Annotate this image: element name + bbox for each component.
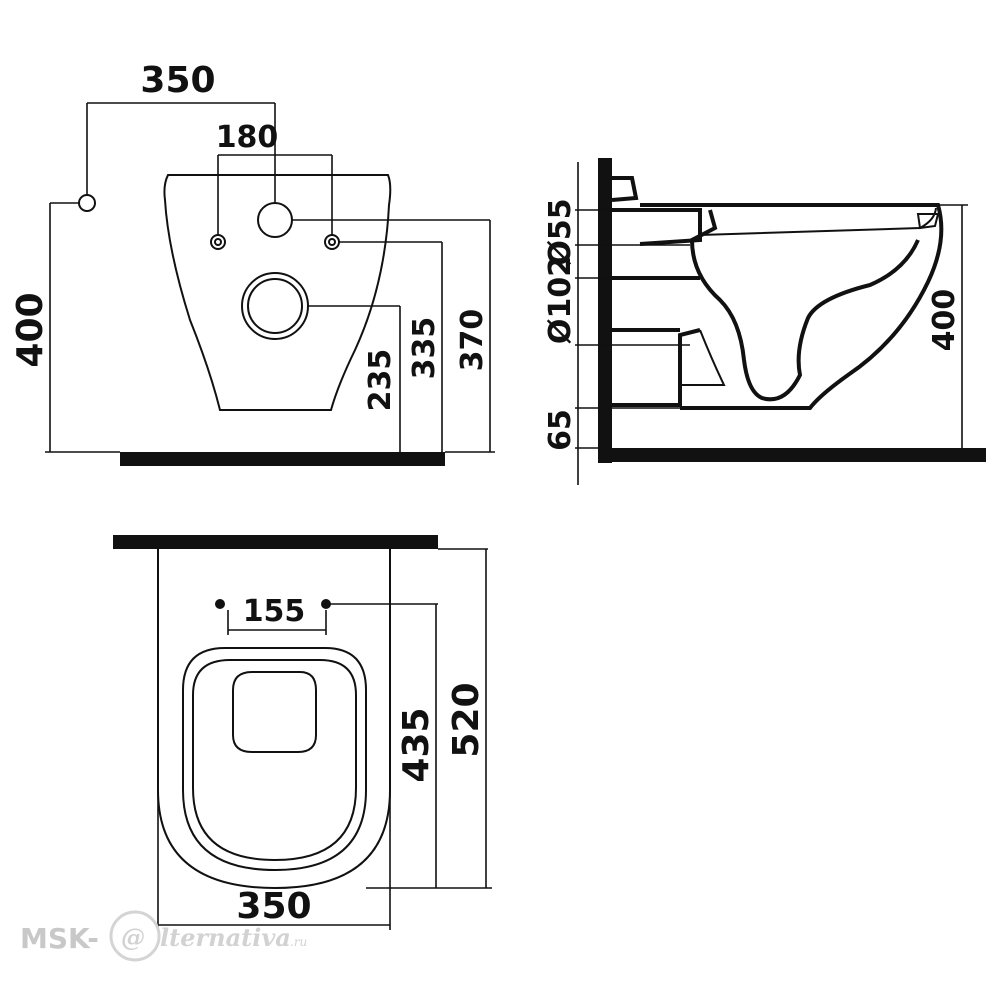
side-outlet-bend [680,329,726,386]
watermark: MSK- @ lternativa .ru [20,910,307,962]
side-height-dimension: 400 [927,289,962,352]
side-bowl-outer [640,203,944,410]
top-seat-length-dimension: 435 [396,707,437,782]
top-width-dimension: 350 [236,886,311,927]
top-bolt-right [321,599,331,609]
front-inlet-height-dimension: 370 [455,309,490,372]
top-view: 155 435 520 350 [113,535,492,930]
front-bolt-spacing-dimension: 180 [216,120,279,155]
watermark-suffix: .ru [290,935,307,949]
top-bowl-opening [232,671,317,753]
side-floor [598,448,986,462]
watermark-symbol: @ [121,923,145,952]
side-mount-base [612,328,701,407]
front-bolt-height-dimension: 335 [407,317,442,380]
front-height-dimension: 400 [10,292,51,367]
front-inlet-hole [257,202,293,238]
top-bolt-left [215,599,225,609]
watermark-at-circle [109,910,161,962]
side-bowl-rim [699,207,937,236]
side-trap [689,209,920,402]
top-body-outline [157,549,391,890]
front-drain-height-dimension: 235 [363,349,398,412]
side-mount-bracket [611,176,639,202]
top-depth-dimension: 520 [446,682,487,757]
front-view: 350 180 400 235 335 370 [10,60,495,466]
front-bolt-hole-left [210,234,226,250]
front-bolt-hole-left-inner [214,238,222,246]
front-bolt-hole-right-inner [328,238,336,246]
front-drain-inner [247,278,303,334]
top-seat-inner [192,659,357,862]
top-wall-plate [113,535,438,549]
front-floor-plate [120,452,445,466]
side-inlet-diameter-dimension: Ø55 [543,198,578,265]
front-width-dimension: 350 [140,60,215,101]
side-floor-gap-dimension: 65 [543,409,578,451]
side-rim-lip [916,213,940,230]
side-outlet-pipe [612,276,700,332]
front-bowl-outline [163,174,392,411]
watermark-prefix: MSK- [20,922,99,955]
front-marker-circle [78,194,96,212]
front-drain-outer [241,272,309,340]
top-bolt-spacing-dimension: 155 [243,594,306,629]
front-bolt-hole-right [324,234,340,250]
side-outlet-diameter-dimension: Ø102 [543,256,578,344]
top-seat-outer [182,647,367,872]
watermark-name: lternativa [160,923,291,952]
side-wall [598,158,612,463]
side-view: Ø55 Ø102 400 65 [543,158,986,485]
side-inlet-pipe [612,208,702,246]
